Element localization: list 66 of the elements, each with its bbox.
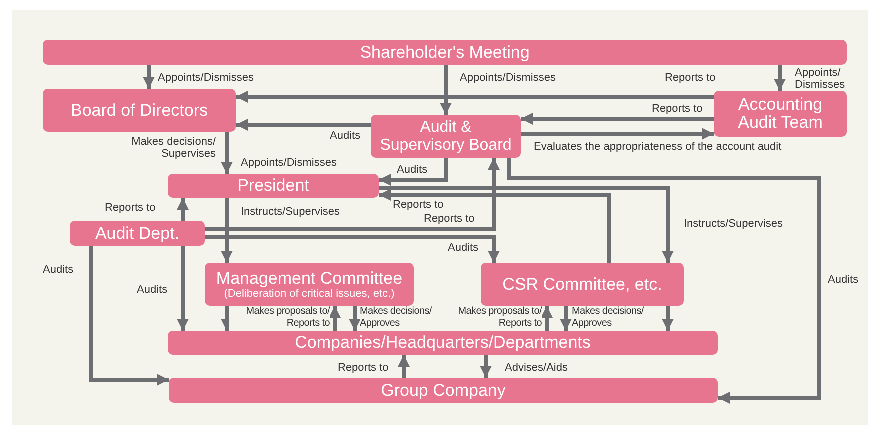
arrow (560, 306, 572, 331)
node-label: President (238, 177, 310, 195)
edge-label: Reports to (105, 202, 156, 214)
edge-label: Reports to (652, 103, 703, 115)
edge-label: Appoints/Dismisses (158, 72, 254, 84)
president-box (168, 174, 379, 198)
node-label: Management Committee (216, 270, 403, 288)
edge-label: Appoints/Dismisses (460, 72, 556, 84)
edge-label: Advises/Aids (505, 362, 568, 374)
committee-box (481, 263, 684, 306)
edge-label: Instructs/Supervises (241, 206, 340, 218)
arrow (205, 235, 500, 263)
edge-label: Audits (137, 284, 168, 296)
arrow (440, 65, 452, 115)
arrow (329, 306, 341, 331)
node-label: Companies/Headquarters/Departments (295, 334, 591, 352)
arrow (89, 246, 169, 386)
edge-label: Audits (448, 242, 479, 254)
edge-label: Reports to (424, 213, 475, 225)
edge-label: Audits (330, 130, 361, 142)
arrow (379, 189, 611, 263)
arrow (177, 246, 189, 331)
company-box (169, 378, 718, 403)
edge-label: Audits (43, 264, 74, 276)
department-box (70, 221, 205, 246)
node-label: Accounting Audit Team (737, 96, 824, 132)
committee-box (205, 263, 414, 306)
arrow (177, 198, 189, 221)
arrow (221, 132, 233, 174)
node-label: CSR Committee, etc. (502, 276, 662, 294)
arrow (379, 186, 674, 263)
edge-label: Reports to (665, 72, 716, 84)
board-box (371, 115, 521, 158)
arrow (398, 355, 410, 378)
edge-label: Reports to (338, 362, 389, 374)
arrow (507, 158, 821, 404)
arrow (521, 128, 714, 140)
node-label: Audit & Supervisory Board (379, 118, 513, 154)
arrow (221, 198, 233, 263)
team-box (714, 91, 847, 137)
arrow (541, 306, 553, 331)
arrow (349, 306, 361, 331)
node-label: Board of Directors (71, 102, 208, 120)
node-label: Shareholder's Meeting (360, 44, 530, 62)
arrow (521, 113, 714, 125)
node-subtitle: (Deliberation of critical issues, etc.) (224, 288, 395, 300)
arrow (205, 158, 500, 231)
node-label: Audit Dept. (95, 224, 180, 242)
edge-label: Evaluates the appropriateness of the account audit (534, 141, 782, 153)
arrow (236, 119, 371, 131)
annotation-label: Appoints/Dismisses (241, 157, 337, 169)
node-label: Group Company (381, 382, 506, 400)
edge-label: Instructs/Supervises (684, 218, 784, 230)
arrow (143, 65, 155, 89)
edge-label: Makes proposals to/ Reports to (229, 306, 330, 330)
arrow (379, 158, 448, 186)
board-box (43, 89, 236, 132)
edge-label: Audits (828, 274, 859, 286)
edge-label: Reports to (393, 199, 444, 211)
edge-label: Audits (397, 164, 428, 176)
organization-box (168, 331, 718, 355)
arrow (662, 306, 674, 331)
meeting-box (43, 40, 847, 65)
arrow (480, 355, 492, 378)
arrow (236, 91, 714, 103)
arrow (774, 65, 786, 91)
